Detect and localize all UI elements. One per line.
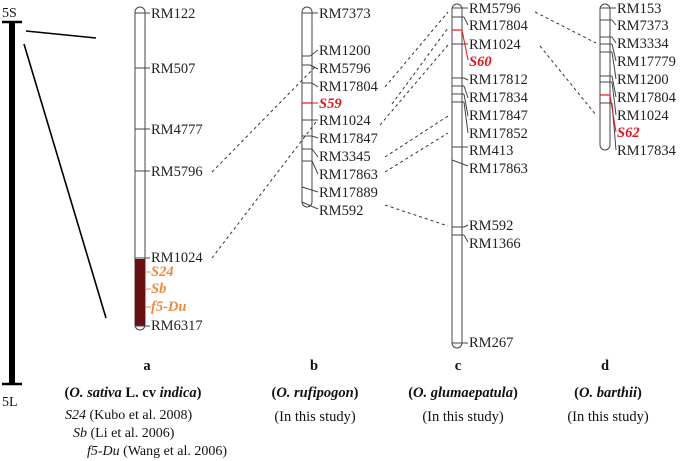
marker-label: RM4777 xyxy=(151,122,203,138)
introgression-block xyxy=(135,259,145,326)
marker-label: RM1200 xyxy=(617,72,669,88)
marker-label: RM1024 xyxy=(469,37,521,53)
study-note: (In this study) xyxy=(567,409,649,425)
study-note: (In this study) xyxy=(422,409,504,425)
study-note: (In this study) xyxy=(274,409,356,425)
marker-label: RM17834 xyxy=(469,90,529,106)
marker-label: RM17834 xyxy=(617,143,677,159)
panel-letter: d xyxy=(601,358,609,374)
species-caption: (O. sativa L. cv indica) xyxy=(65,385,202,401)
marker-label: RM17847 xyxy=(319,131,378,147)
marker-label: RM5796 xyxy=(151,164,203,180)
short-arm-label: 5S xyxy=(2,6,17,21)
panel-c: RM5796 RM17804 RM1024 S60 RM17812 RM1783… xyxy=(408,1,528,425)
chromosome-d xyxy=(599,3,611,151)
species-caption: (O. rufipogon) xyxy=(271,385,358,401)
locus-label: f5-Du xyxy=(151,299,186,315)
connector-rm5796-a-b xyxy=(211,65,317,173)
connector-rm1024-c-d xyxy=(539,45,597,116)
citation-line: S24 (Kubo et al. 2008) xyxy=(65,408,192,423)
connector-rm17863-b-c xyxy=(384,132,449,173)
marker-label: RM17804 xyxy=(319,79,379,95)
locus-label: S59 xyxy=(319,96,342,112)
connector-rm1024-a-b xyxy=(211,121,317,259)
marker-label: RM17863 xyxy=(319,167,378,183)
species-caption: (O. barthii) xyxy=(574,385,642,401)
connector-rm17804-b-c xyxy=(391,27,449,105)
connector-rm17847-b-c xyxy=(384,115,449,158)
marker-label: RM17889 xyxy=(319,185,378,201)
marker-label: RM1024 xyxy=(319,113,371,129)
zoom-line-bottom xyxy=(23,43,107,319)
marker-label: RM17847 xyxy=(469,108,528,124)
panel-b: RM7373 RM1200 RM5796 RM17804 S59 RM1024 … xyxy=(271,6,378,425)
connector-rm5796-b-c xyxy=(384,11,449,88)
panel-letter: c xyxy=(455,358,462,374)
marker-label: RM592 xyxy=(469,218,513,234)
marker-connectors xyxy=(211,11,597,259)
marker-label: RM1200 xyxy=(319,43,371,59)
marker-label: RM17852 xyxy=(469,126,528,142)
marker-label: RM267 xyxy=(469,335,513,351)
marker-label: RM17863 xyxy=(469,161,528,177)
marker-label: RM1024 xyxy=(617,108,669,124)
marker-label: RM3345 xyxy=(319,149,371,165)
marker-label: RM1024 xyxy=(151,250,203,266)
panel-letter: b xyxy=(310,358,318,374)
marker-label: RM153 xyxy=(617,1,661,17)
species-caption: (O. glumaepatula) xyxy=(408,385,518,401)
connector-rm592-b-c xyxy=(384,204,449,227)
marker-label: RM17804 xyxy=(469,18,529,34)
marker-label: RM3334 xyxy=(617,36,669,52)
connector-rm1024-b-c xyxy=(379,44,449,126)
panel-d: RM153 RM7373 RM3334 RM17779 RM1200 RM178… xyxy=(567,1,676,425)
locus-label: S60 xyxy=(469,54,492,70)
chromosome-c xyxy=(451,3,463,349)
marker-label: RM1366 xyxy=(469,236,521,252)
marker-label: RM413 xyxy=(469,143,513,159)
marker-label: RM17812 xyxy=(469,72,528,88)
marker-label: RM5796 xyxy=(469,1,521,17)
chromosome-b xyxy=(301,6,313,208)
chromosome-bar xyxy=(9,22,15,384)
chromosome-a xyxy=(134,6,146,331)
locus-label: S24 xyxy=(151,264,174,280)
marker-label: RM6317 xyxy=(151,318,203,334)
connector-rm5796-c-d xyxy=(534,11,597,44)
chromosome-5-bar: 5S 5L xyxy=(2,6,107,410)
citation-line: Sb (Li et al. 2006) xyxy=(73,426,175,441)
citation-line: f5-Du (Wang et al. 2006) xyxy=(87,444,227,459)
marker-label: RM507 xyxy=(151,61,195,77)
panel-a: RM122 RM507 RM4777 RM5796 RM1024 RM6317 … xyxy=(65,6,228,459)
panel-letter: a xyxy=(143,358,151,374)
marker-label: RM17779 xyxy=(617,54,676,70)
marker-label: RM7373 xyxy=(617,18,669,34)
marker-label: RM122 xyxy=(151,6,195,22)
locus-label: S62 xyxy=(617,125,640,141)
marker-label: RM592 xyxy=(319,203,363,219)
marker-label: RM5796 xyxy=(319,61,371,77)
locus-label: Sb xyxy=(151,281,166,297)
zoom-line-top xyxy=(25,30,97,39)
marker-label: RM17804 xyxy=(617,90,677,106)
long-arm-label: 5L xyxy=(2,395,18,410)
marker-label: RM7373 xyxy=(319,6,371,22)
